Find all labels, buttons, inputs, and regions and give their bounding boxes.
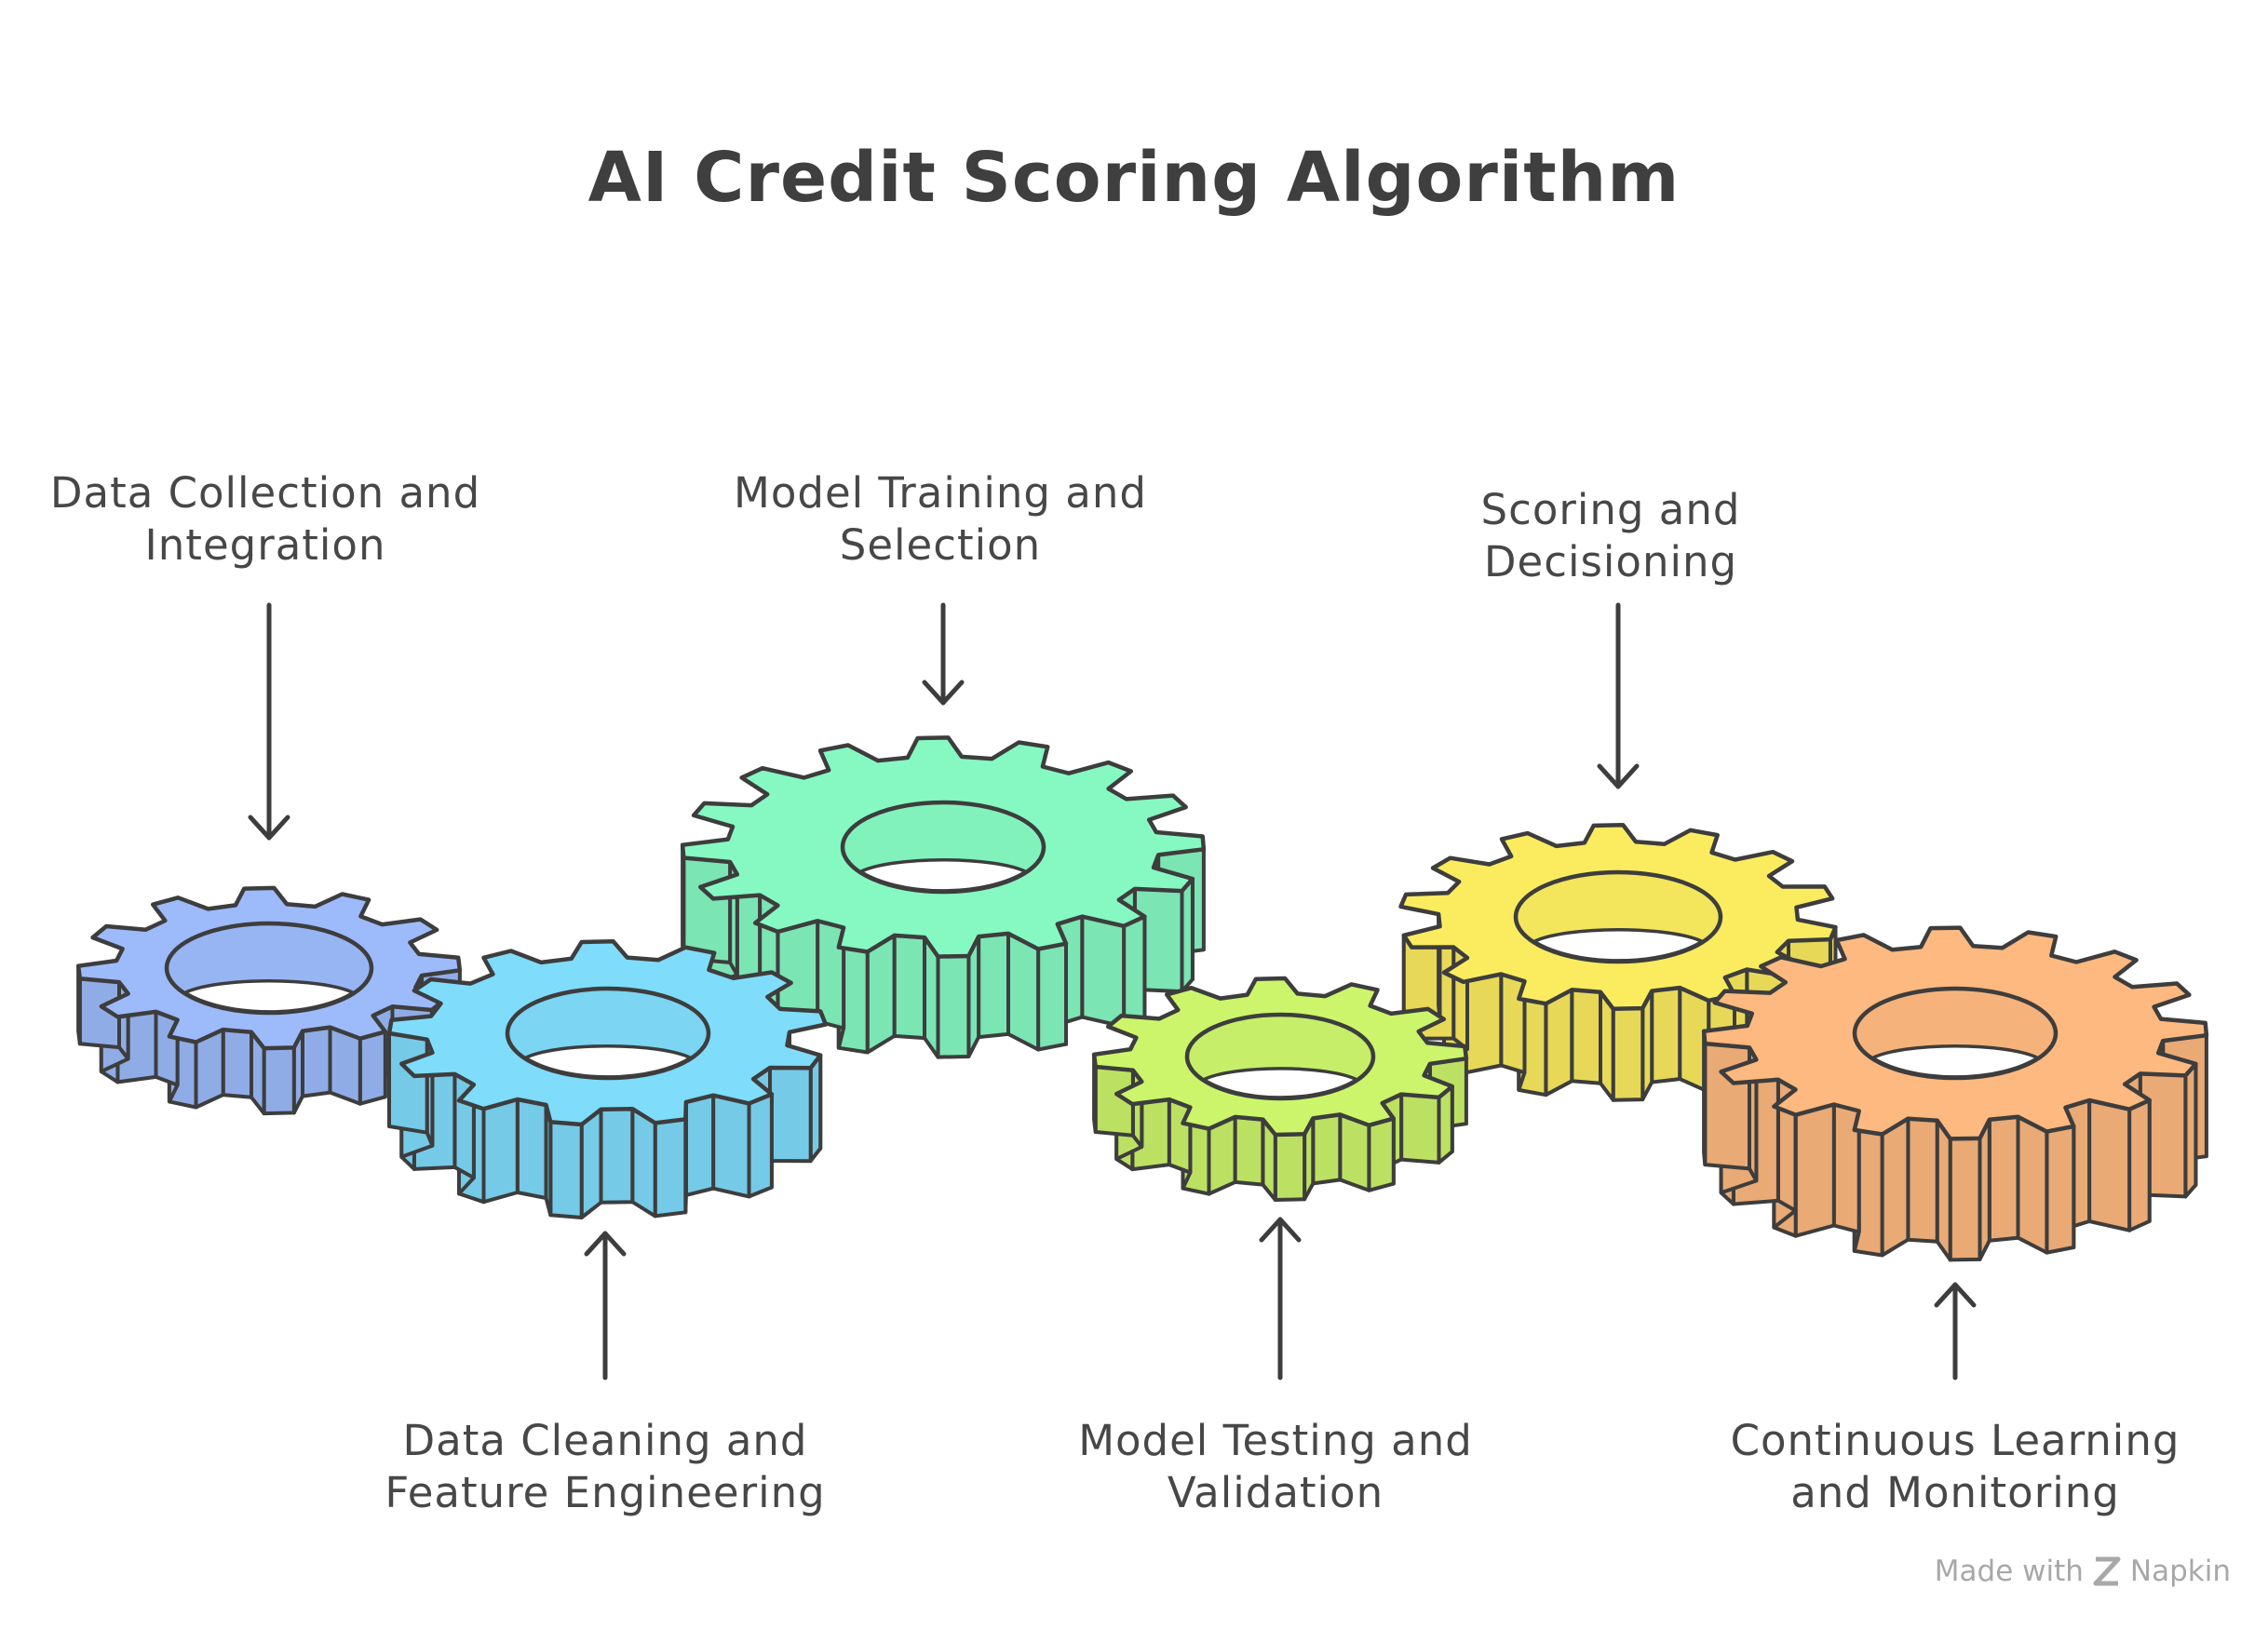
napkin-logo-icon	[2093, 1556, 2121, 1586]
label-data-collection: Data Collection and Integration	[49, 468, 481, 570]
label-continuous-learning: Continuous Learning and Monitoring	[1730, 1416, 2180, 1517]
gear-model-training	[680, 735, 1207, 1059]
arrow-scoring	[1597, 602, 1640, 789]
label-scoring: Scoring and Decisioning	[1480, 485, 1741, 586]
arrow-continuous-learning	[1934, 1282, 1977, 1380]
gear-continuous-learning	[1701, 925, 2209, 1262]
footer-credit: Made with Napkin	[1934, 1555, 2231, 1588]
label-model-training: Model Training and Selection	[734, 468, 1147, 570]
gear-data-collection	[75, 885, 463, 1116]
gear-data-cleaning	[386, 939, 829, 1219]
page-title: AI Credit Scoring Algorithm	[587, 138, 1681, 218]
label-data-cleaning: Data Cleaning and Feature Engineering	[385, 1416, 826, 1517]
arrow-model-training	[922, 602, 965, 706]
gear-model-testing	[1091, 976, 1469, 1202]
arrow-data-cleaning	[584, 1231, 627, 1380]
label-model-testing: Model Testing and Validation	[1078, 1416, 1473, 1517]
arrow-model-testing	[1259, 1217, 1302, 1380]
arrow-data-collection	[248, 602, 290, 841]
